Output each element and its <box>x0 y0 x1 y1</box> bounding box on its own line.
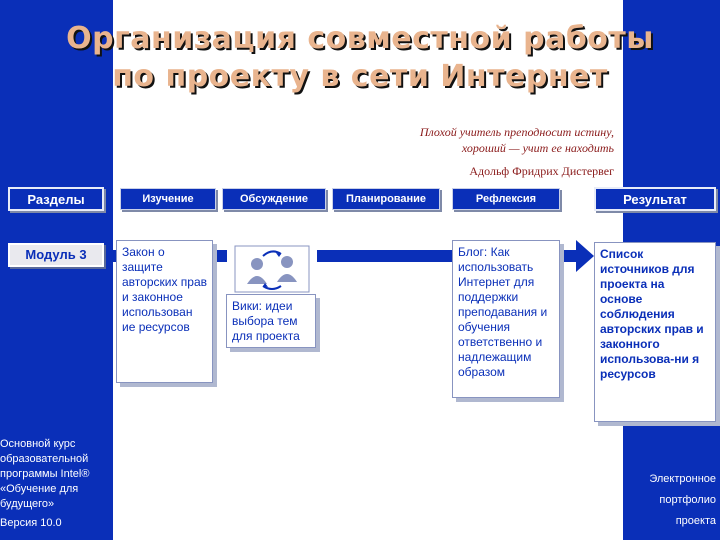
result-card[interactable]: Список источников для проекта на основе … <box>594 242 716 422</box>
quote-line-1: Плохой учитель преподносит истину, <box>419 125 614 139</box>
module-button[interactable]: Модуль 3 <box>8 243 104 267</box>
left-band <box>0 0 113 540</box>
sections-button[interactable]: Разделы <box>8 187 104 211</box>
slide-title: Организация совместной работы по проекту… <box>0 20 720 96</box>
people-collaboration-icon <box>227 242 317 294</box>
study-card[interactable]: Закон о защите авторских прав и законное… <box>116 240 213 383</box>
title-line-1: Организация совместной работы <box>66 21 654 56</box>
tab-reflection[interactable]: Рефлексия <box>452 188 560 210</box>
tab-study[interactable]: Изучение <box>120 188 216 210</box>
title-line-2: по проекту в сети Интернет <box>112 59 608 94</box>
result-button[interactable]: Результат <box>594 187 716 211</box>
portfolio-line-3: проекта <box>675 515 716 527</box>
course-info: Основной курс образовательной программы … <box>0 437 112 531</box>
wiki-card[interactable]: Вики: идеи выбора тем для проекта <box>226 294 316 348</box>
arrow-head-icon <box>576 240 594 272</box>
portfolio-line-2: портфолио <box>659 494 716 506</box>
quote-line-2: хороший — учит ее находить <box>461 141 614 155</box>
quote-author: Адольф Фридрих Дистервег <box>469 164 614 178</box>
version-label: Версия 10.0 <box>0 517 62 529</box>
course-line-3: программы Intel® <box>0 468 90 480</box>
tab-discussion[interactable]: Обсуждение <box>222 188 326 210</box>
tab-planning[interactable]: Планирование <box>332 188 440 210</box>
blog-card[interactable]: Блог: Как использовать Интернет для подд… <box>452 240 560 398</box>
portfolio-link[interactable]: Электронное портфолио проекта <box>624 469 716 532</box>
portfolio-line-1: Электронное <box>649 473 716 485</box>
course-line-1: Основной курс <box>0 438 76 450</box>
course-line-2: образовательной <box>0 453 89 465</box>
course-line-4: «Обучение для <box>0 483 79 495</box>
course-line-5: будущего» <box>0 498 55 510</box>
epigraph-quote: Плохой учитель преподносит истину, хорош… <box>420 124 614 156</box>
